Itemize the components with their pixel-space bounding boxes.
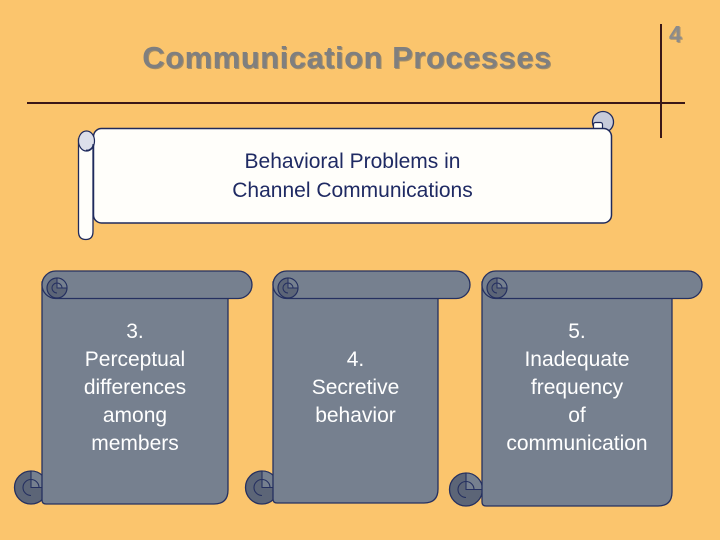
scroll3-body xyxy=(481,281,673,507)
scroll3-top-roll xyxy=(481,270,703,300)
scroll2-body xyxy=(272,281,439,504)
banner-text: Behavioral Problems in Channel Communica… xyxy=(232,149,473,202)
scroll3-top-curl-wedge xyxy=(496,277,508,289)
scroll3-top-curl-spiral xyxy=(491,282,503,294)
scroll1-body xyxy=(41,281,229,505)
scroll-shape-3 xyxy=(448,270,703,507)
scroll2-top-curl-wedge xyxy=(287,277,299,289)
scroll-shape-2 xyxy=(244,270,471,505)
scroll1-top-curl-wedge xyxy=(56,277,68,289)
scroll2-bottom-curl-spiral xyxy=(253,478,271,497)
banner-curl-spiral xyxy=(85,143,94,151)
banner-body xyxy=(92,127,613,224)
scroll1-bottom-curl-spiral xyxy=(22,478,40,497)
scroll1-text: 3. Perceptual differences among members xyxy=(83,320,187,455)
scroll2-text: 4. Secretive behavior xyxy=(311,347,400,427)
scroll2-top-curl-spiral xyxy=(282,282,294,294)
scroll2-top-roll xyxy=(272,270,471,300)
slide-title: Communication Processes xyxy=(142,40,552,75)
scroll3-bottom-curl-wedge xyxy=(465,472,484,491)
banner-top-left-curl xyxy=(77,130,96,152)
scroll1-top-curl-spiral xyxy=(51,282,63,294)
banner-scroll-shape xyxy=(77,110,615,241)
scroll1-top-roll xyxy=(41,270,253,300)
slide-page-number: 4 xyxy=(669,21,682,47)
scroll3-bottom-curl-spiral xyxy=(457,480,475,499)
scroll-shape-1 xyxy=(13,270,253,505)
banner-left-roll-strip xyxy=(77,138,94,241)
scroll3-text: 5. Inadequate frequency of communication xyxy=(506,320,648,455)
